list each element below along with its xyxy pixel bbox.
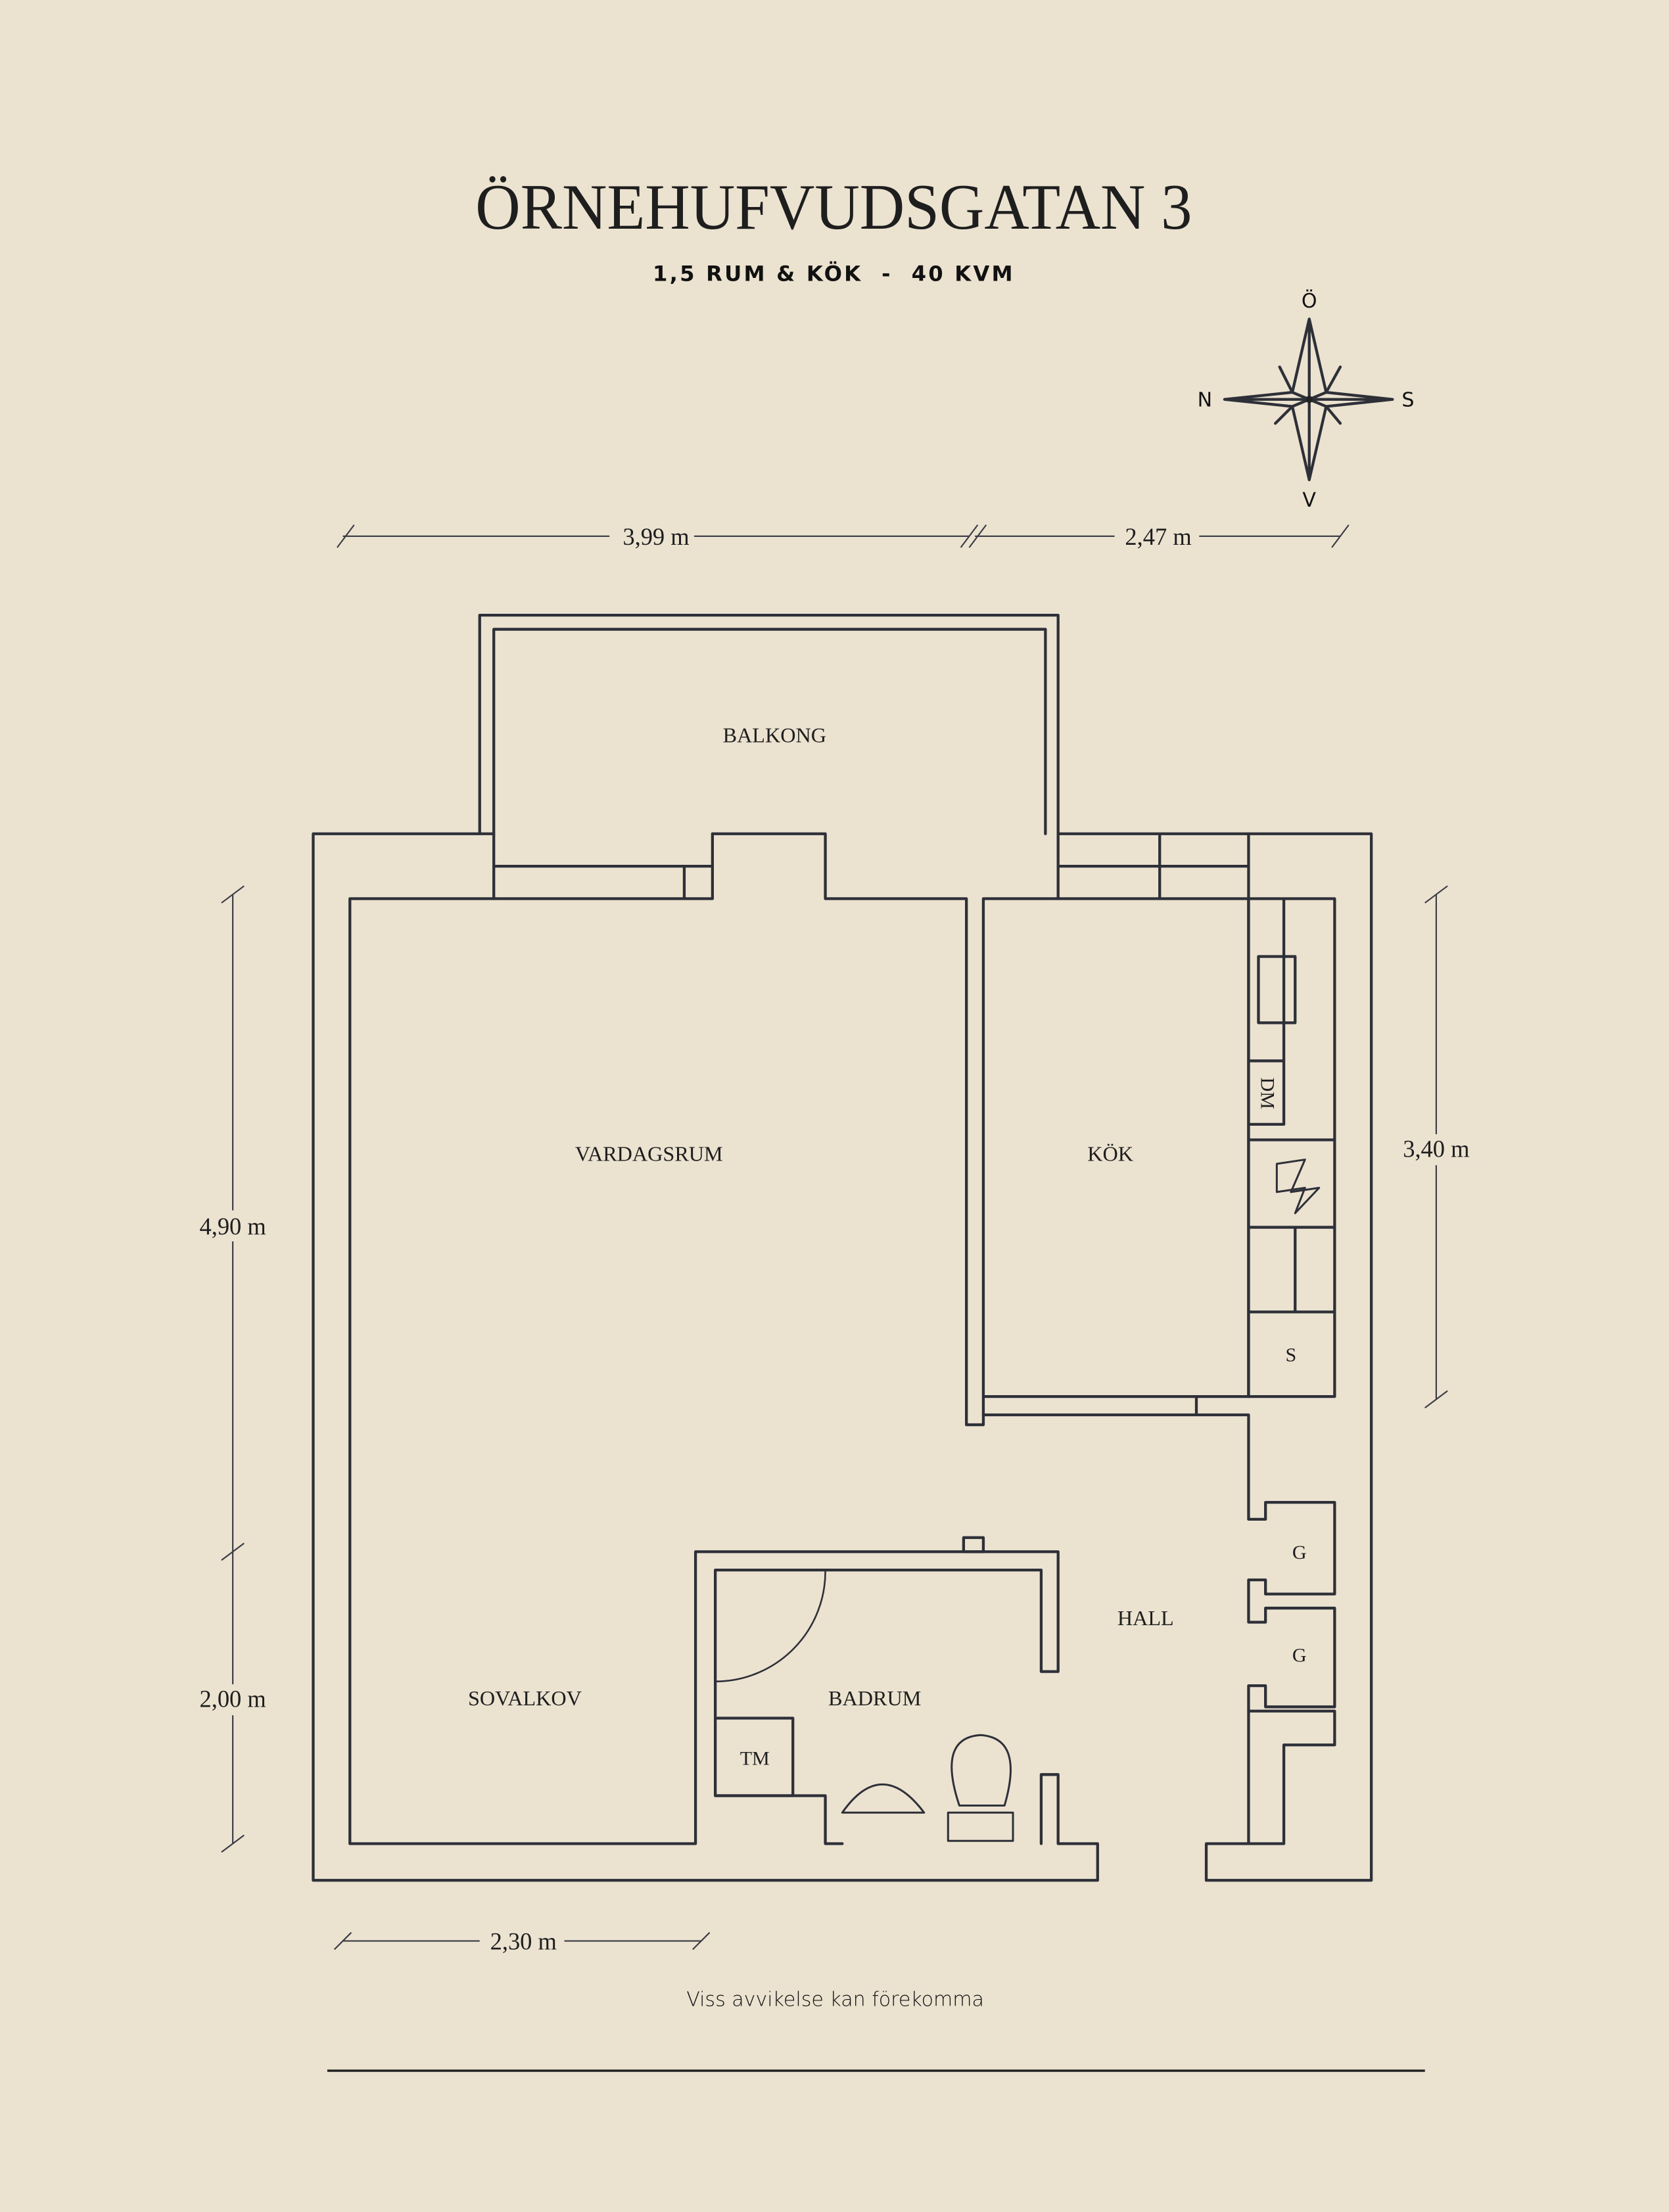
room-label-kitchen: KÖK <box>1087 1142 1133 1166</box>
label-washer: TM <box>740 1747 770 1769</box>
compass-north-label: N <box>1198 388 1212 411</box>
label-closet-1: G <box>1292 1542 1307 1563</box>
room-label-balcony: BALKONG <box>723 723 826 747</box>
compass-south-label: S <box>1401 388 1414 411</box>
page-title: ÖRNEHUFVUDSGATAN 3 <box>475 172 1192 243</box>
room-label-alcove: SOVALKOV <box>468 1686 582 1710</box>
walls <box>312 613 1373 1882</box>
dimension-top-right: 2,47 m <box>1125 523 1191 550</box>
room-label-hall: HALL <box>1117 1606 1174 1630</box>
dimension-left-upper: 4,90 m <box>199 1212 266 1239</box>
dimension-right: 3,40 m <box>1403 1135 1469 1162</box>
label-dishwasher: DM <box>1257 1077 1279 1109</box>
page-subtitle: 1,5 RUM & KÖK - 40 KVM <box>653 261 1015 286</box>
disclaimer: Viss avvikelse kan förekomma <box>686 1988 984 2011</box>
room-label-living: VARDAGSRUM <box>575 1142 723 1166</box>
dimension-top-left: 3,99 m <box>623 523 689 550</box>
compass-east-label: Ö <box>1302 288 1317 313</box>
room-label-bathroom: BADRUM <box>828 1686 921 1710</box>
compass-rose-icon <box>1223 317 1394 482</box>
label-wardrobe: S <box>1285 1344 1296 1366</box>
compass-west-label: V <box>1302 489 1316 512</box>
dimension-lines <box>221 524 1448 1950</box>
dimension-bottom: 2,30 m <box>490 1927 557 1954</box>
label-closet-2: G <box>1292 1645 1307 1667</box>
dimension-left-lower: 2,00 m <box>199 1685 266 1712</box>
